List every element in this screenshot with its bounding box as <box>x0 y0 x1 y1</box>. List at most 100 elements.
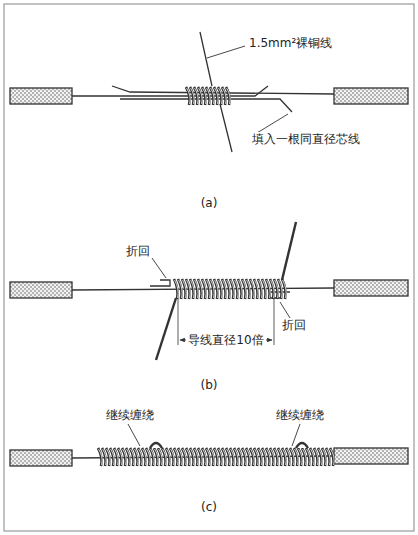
winding-highlight <box>143 449 147 465</box>
panel-number: (b) <box>199 378 220 392</box>
winding <box>214 448 218 466</box>
winding-highlight <box>327 449 331 465</box>
winding-highlight <box>215 88 219 104</box>
winding <box>162 448 166 466</box>
dimension-label: 导线直径10倍 <box>186 333 265 347</box>
winding <box>266 279 270 299</box>
winding-highlight <box>219 88 223 104</box>
step-label: 继续缠绕 <box>274 408 326 422</box>
winding-highlight <box>163 449 167 465</box>
winding-highlight <box>239 280 243 298</box>
winding-highlight <box>179 449 183 465</box>
panel-c <box>10 424 408 466</box>
winding-highlight <box>223 280 227 298</box>
panel-number: (a) <box>199 196 220 210</box>
winding-highlight <box>227 88 231 104</box>
winding <box>206 448 210 466</box>
winding-highlight <box>239 449 243 465</box>
winding-highlight <box>111 449 115 465</box>
winding <box>226 448 230 466</box>
winding-highlight <box>171 449 175 465</box>
winding <box>190 279 194 299</box>
winding-highlight <box>259 280 263 298</box>
winding <box>266 448 270 466</box>
winding-highlight <box>247 280 251 298</box>
winding-highlight <box>231 449 235 465</box>
winding <box>186 279 190 299</box>
winding <box>174 279 178 299</box>
winding-highlight <box>267 449 271 465</box>
coil-c <box>98 443 334 466</box>
winding-highlight <box>311 449 315 465</box>
winding-highlight <box>255 280 259 298</box>
winding <box>314 448 318 466</box>
winding <box>182 279 186 299</box>
winding-highlight <box>223 88 227 104</box>
winding-highlight <box>235 280 239 298</box>
winding <box>250 279 254 299</box>
winding-highlight <box>203 88 207 104</box>
fold-label: 折回 <box>280 318 308 332</box>
winding-highlight <box>199 88 203 104</box>
winding-highlight <box>219 280 223 298</box>
winding-highlight <box>251 449 255 465</box>
winding <box>210 448 214 466</box>
winding <box>242 448 246 466</box>
winding-highlight <box>279 449 283 465</box>
winding <box>242 279 246 299</box>
winding <box>262 448 266 466</box>
frame <box>4 4 414 531</box>
winding <box>206 87 210 105</box>
winding-highlight <box>211 280 215 298</box>
winding <box>186 87 190 105</box>
winding <box>182 448 186 466</box>
winding <box>262 279 266 299</box>
winding <box>306 448 310 466</box>
winding-highlight <box>287 449 291 465</box>
winding-highlight <box>195 88 199 104</box>
winding <box>226 279 230 299</box>
winding <box>318 448 322 466</box>
winding <box>222 279 226 299</box>
winding <box>214 279 218 299</box>
winding <box>238 448 242 466</box>
panel-b <box>10 222 408 360</box>
winding-highlight <box>275 449 279 465</box>
winding-highlight <box>123 449 127 465</box>
wire-label: 1.5mm²裸铜线 <box>247 36 334 50</box>
winding-highlight <box>147 449 151 465</box>
winding <box>210 279 214 299</box>
winding <box>282 279 286 299</box>
winding-highlight <box>203 280 207 298</box>
winding <box>202 279 206 299</box>
winding-highlight <box>331 449 335 465</box>
winding <box>194 87 198 105</box>
winding <box>206 279 210 299</box>
winding <box>234 279 238 299</box>
winding-highlight <box>211 88 215 104</box>
winding <box>278 448 282 466</box>
winding <box>286 448 290 466</box>
winding <box>234 448 238 466</box>
winding <box>218 448 222 466</box>
winding-highlight <box>107 449 111 465</box>
winding-highlight <box>199 449 203 465</box>
panel-number: (c) <box>199 500 219 514</box>
winding <box>290 448 294 466</box>
winding-highlight <box>263 280 267 298</box>
winding-highlight <box>187 449 191 465</box>
winding <box>274 448 278 466</box>
winding-highlight <box>243 280 247 298</box>
winding <box>238 279 242 299</box>
winding <box>282 448 286 466</box>
winding-highlight <box>259 449 263 465</box>
winding <box>278 279 282 299</box>
winding-highlight <box>215 280 219 298</box>
winding-highlight <box>183 449 187 465</box>
winding <box>214 87 218 105</box>
winding <box>194 448 198 466</box>
winding-highlight <box>99 449 103 465</box>
winding-highlight <box>291 449 295 465</box>
winding <box>274 279 278 299</box>
winding-highlight <box>175 280 179 298</box>
